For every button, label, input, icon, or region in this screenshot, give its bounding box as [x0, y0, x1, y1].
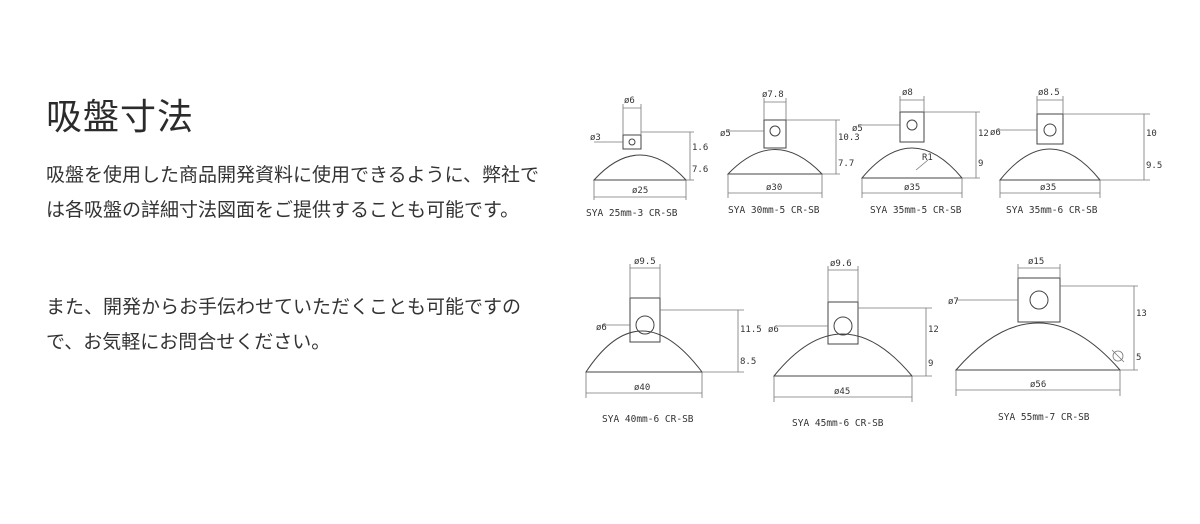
drawing-7-head-dia: ø15 — [1028, 257, 1044, 267]
drawing-4-hole-dia: ø6 — [990, 128, 1001, 138]
drawings-svg: ø6 ø25 ø3 1.6 7.6 SYA 25mm-3 CR-SB ø7.8 … — [585, 88, 1162, 429]
drawing-4-head-dia: ø8.5 — [1038, 88, 1060, 98]
drawing-5-base-dia: ø40 — [634, 383, 650, 393]
drawing-3-head-dia: ø8 — [902, 88, 913, 98]
drawing-6-height-a: 12 — [928, 325, 939, 335]
drawing-3-height-a: 12 — [978, 129, 989, 139]
drawing-6-hole-dia: ø6 — [768, 325, 779, 335]
drawing-3-height-b: 9 — [978, 159, 983, 169]
drawing-1: ø6 ø25 ø3 1.6 7.6 SYA 25mm-3 CR-SB — [586, 96, 708, 219]
drawing-1-hole-dia: ø3 — [590, 133, 601, 143]
drawing-2-model: SYA 30mm-5 CR-SB — [728, 205, 820, 216]
drawing-3-model: SYA 35mm-5 CR-SB — [870, 205, 962, 216]
drawing-6-base-dia: ø45 — [834, 387, 850, 397]
drawing-3-base-dia: ø35 — [904, 183, 920, 193]
drawing-2-hole-dia: ø5 — [720, 129, 731, 139]
drawing-3-radius: R1 — [922, 153, 933, 163]
drawing-4-base-dia: ø35 — [1040, 183, 1056, 193]
drawing-2-height-b: 7.7 — [838, 159, 854, 169]
drawing-6: ø9.6 ø45 ø6 12 9 SYA 45mm-6 CR-SB — [768, 259, 939, 429]
drawing-5-hole-dia: ø6 — [596, 323, 607, 333]
drawing-5-height-a: 11.5 — [740, 325, 762, 335]
drawing-5-model: SYA 40mm-6 CR-SB — [602, 414, 694, 425]
drawing-7-model: SYA 55mm-7 CR-SB — [998, 412, 1090, 423]
drawing-2-head-dia: ø7.8 — [762, 90, 784, 100]
drawing-5-head-dia: ø9.5 — [634, 257, 656, 267]
drawing-2: ø7.8 ø30 ø5 10.3 7.7 SYA 30mm-5 CR-SB — [720, 90, 860, 216]
drawing-2-base-dia: ø30 — [766, 183, 782, 193]
drawing-1-model: SYA 25mm-3 CR-SB — [586, 208, 678, 219]
drawing-1-head-dia: ø6 — [624, 96, 635, 106]
drawing-7-hole-dia: ø7 — [948, 297, 959, 307]
drawing-4: ø8.5 ø35 ø6 10 9.5 SYA 35mm-6 CR-SB — [990, 88, 1162, 216]
drawing-1-base-dia: ø25 — [632, 186, 648, 196]
drawing-4-height-a: 10 — [1146, 129, 1157, 139]
drawing-7-height-a: 13 — [1136, 309, 1147, 319]
drawing-6-model: SYA 45mm-6 CR-SB — [792, 418, 884, 429]
drawing-6-height-b: 9 — [928, 359, 933, 369]
drawing-6-head-dia: ø9.6 — [830, 259, 852, 269]
suction-cup-drawings: ø6 ø25 ø3 1.6 7.6 SYA 25mm-3 CR-SB ø7.8 … — [578, 80, 1168, 440]
drawing-1-height-b: 7.6 — [692, 165, 708, 175]
drawing-7-height-b: 5 — [1136, 353, 1141, 363]
drawing-3-hole-dia: ø5 — [852, 124, 863, 134]
drawing-7: ø15 ø56 ø7 13 5 SYA 55mm-7 CR-SB — [948, 257, 1147, 423]
drawing-5-height-b: 8.5 — [740, 357, 756, 367]
contact-paragraph: また、開発からお手伝わせていただくことも可能ですので、お気軽にお問合せください。 — [46, 296, 522, 353]
intro-paragraph: 吸盤を使用した商品開発資料に使用できるように、弊社では各吸盤の詳細寸法図面をご提… — [46, 164, 540, 221]
drawing-4-model: SYA 35mm-6 CR-SB — [1006, 205, 1098, 216]
drawing-3: ø8 ø35 ø5 R1 12 9 SYA 35mm-5 CR-SB — [852, 88, 989, 216]
drawing-5: ø9.5 ø40 ø6 11.5 8.5 SYA 40mm-6 CR-SB — [585, 257, 762, 425]
drawing-1-height-a: 1.6 — [692, 143, 708, 153]
drawing-7-base-dia: ø56 — [1030, 380, 1046, 390]
drawing-4-height-b: 9.5 — [1146, 161, 1162, 171]
drawing-2-height-a: 10.3 — [838, 133, 860, 143]
page-title: 吸盤寸法 — [46, 97, 195, 138]
